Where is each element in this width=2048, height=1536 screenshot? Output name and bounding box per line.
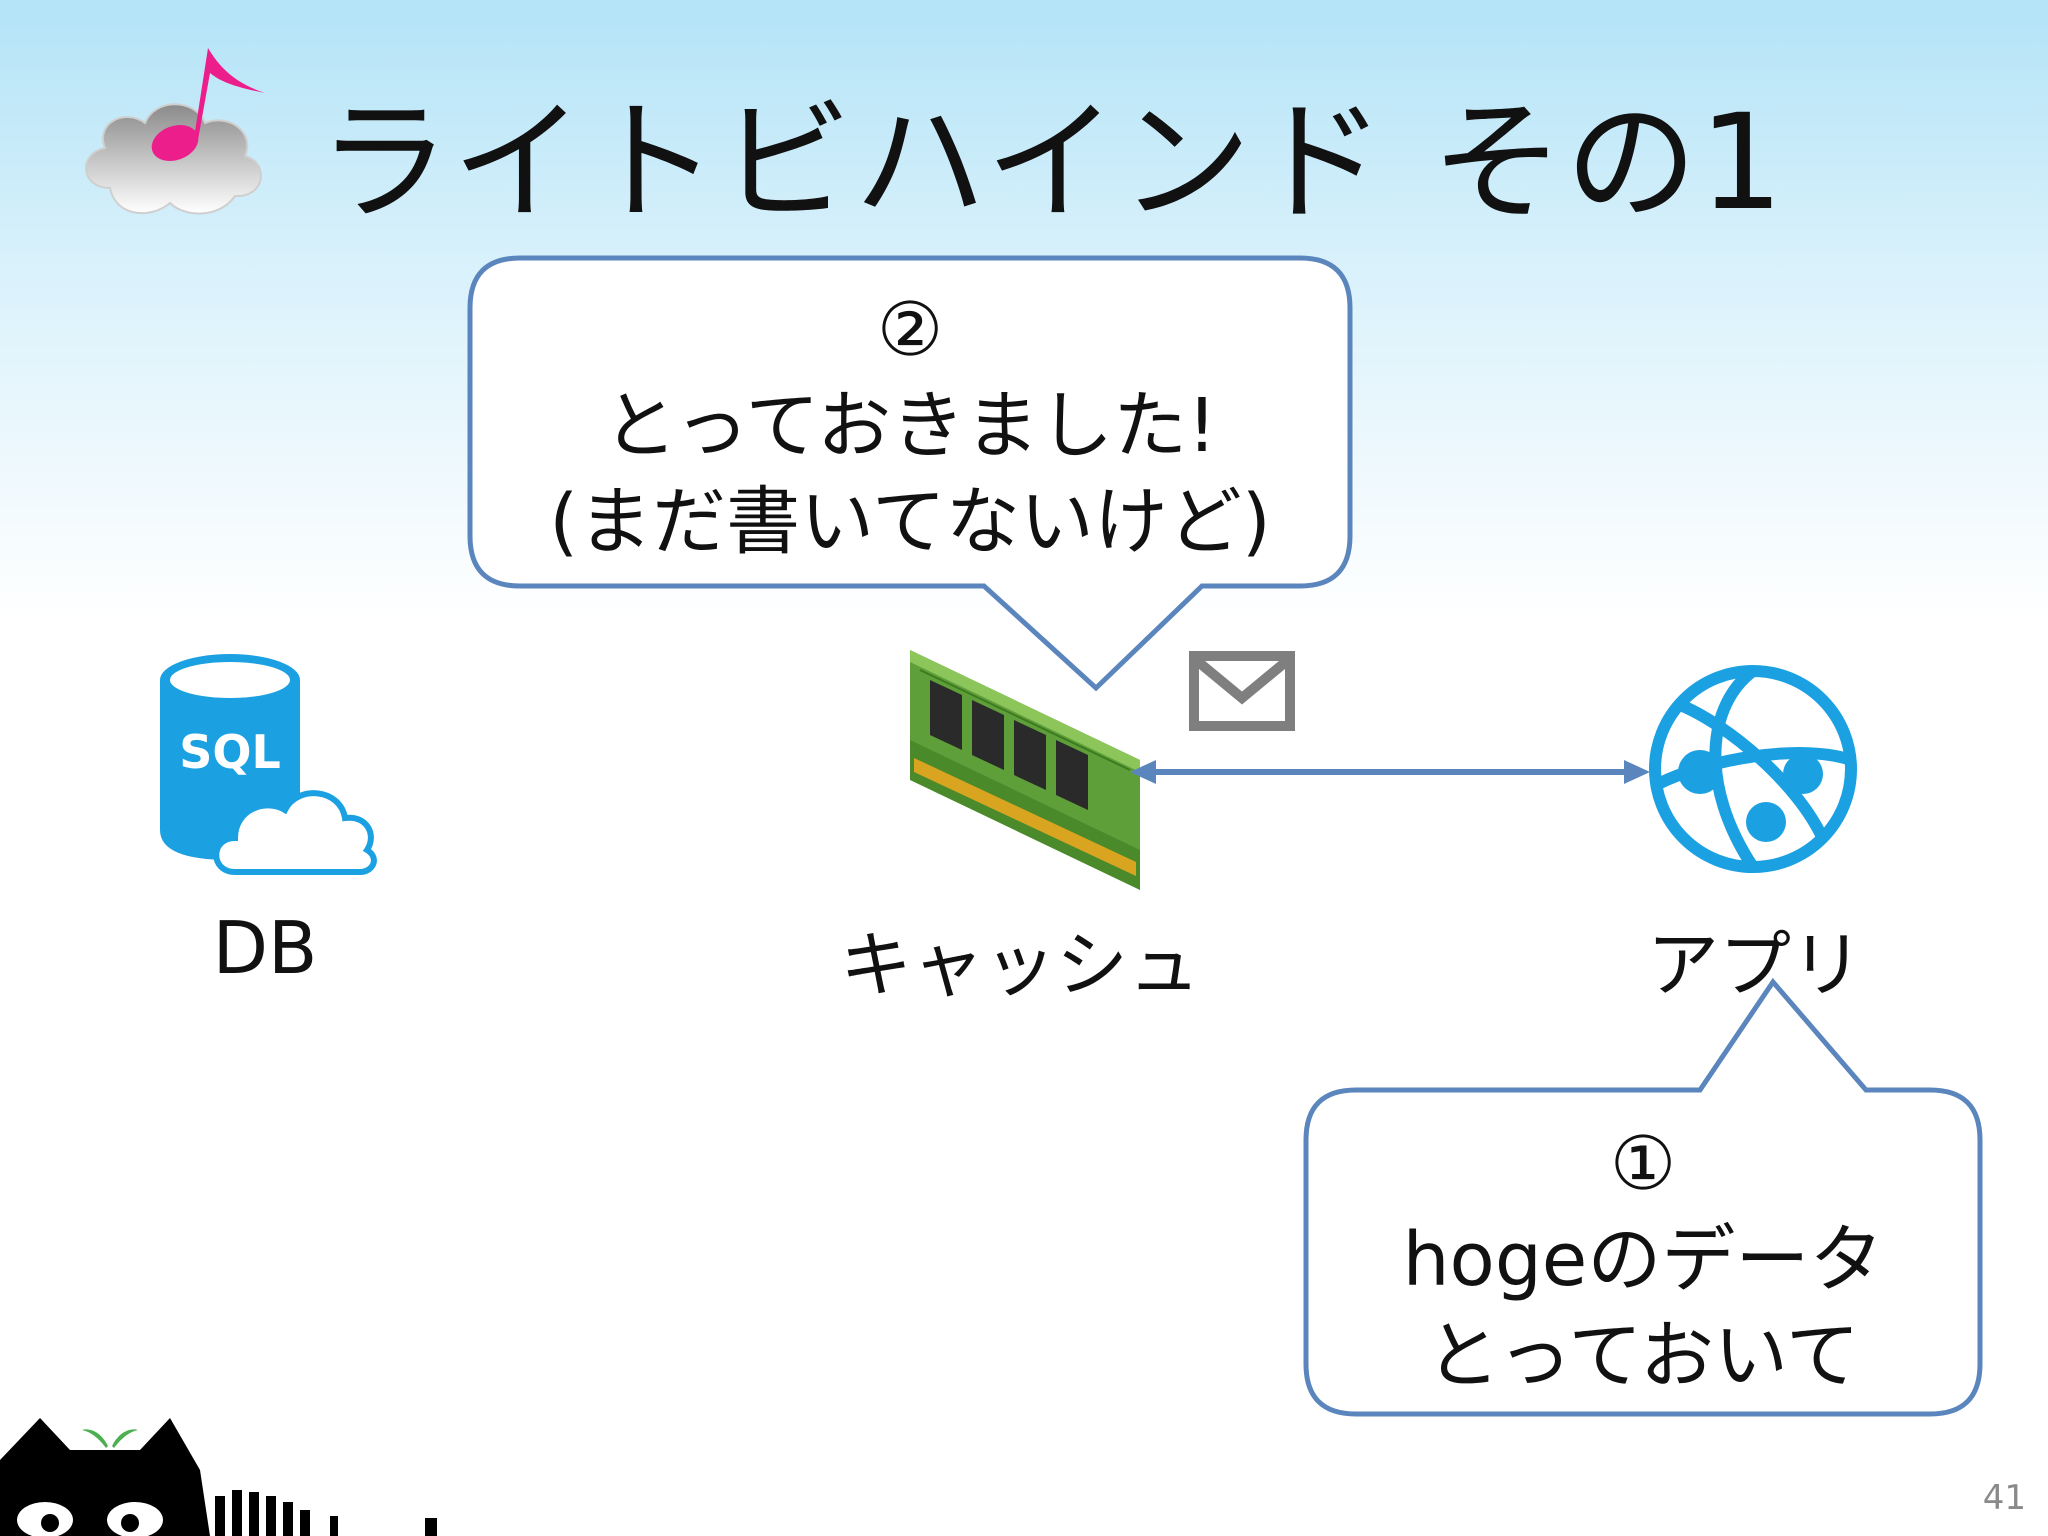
app-bubble-text: ① hogeのデータ とっておいて (1306, 1116, 1980, 1404)
cache-bubble-line: (まだ書いてないけど) (549, 479, 1271, 565)
cache-bubble-line: とっておきました! (603, 383, 1217, 469)
double-arrow (1130, 760, 1650, 784)
logo-cloud-note-icon (85, 48, 265, 215)
db-label: DB (212, 906, 318, 990)
sql-database-icon: SQL (160, 654, 377, 875)
cache-label: キャッシュ (839, 923, 1200, 1007)
page-number: 41 (1982, 1478, 2026, 1518)
memory-module-icon (910, 650, 1140, 890)
app-bubble-line: とっておいて (1426, 1313, 1860, 1399)
app-bubble-step: ① (1609, 1121, 1677, 1207)
app-label: アプリ (1646, 923, 1863, 1007)
envelope-icon (1189, 651, 1295, 731)
sql-text: SQL (179, 725, 281, 779)
web-app-globe-icon (1649, 665, 1857, 873)
cache-bubble-step: ② (876, 287, 944, 373)
cache-bubble-text: ② とっておきました! (まだ書いてないけど) (470, 282, 1350, 570)
slide-title: ライトビハインド その1 (318, 86, 1786, 240)
cat-mascot-icon (0, 1418, 437, 1536)
app-bubble-line: hogeのデータ (1402, 1217, 1884, 1303)
